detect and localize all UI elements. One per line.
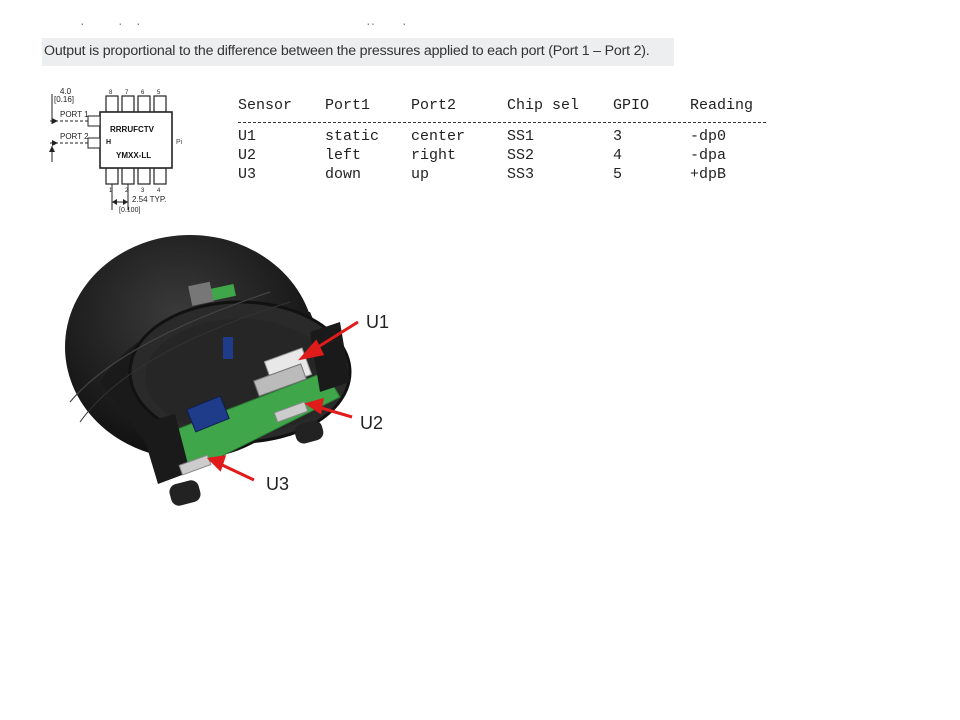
callout-u3: U3 bbox=[266, 474, 290, 494]
top-dots: · bbox=[80, 15, 85, 31]
pitch-label: 2.54 TYP. bbox=[132, 195, 166, 204]
svg-text:8: 8 bbox=[109, 90, 113, 96]
sensor-package-drawing: 4.0 [0.16] 8 7 6 5 1 2 3 4 RRRUFCTV H YMXX-LL bbox=[44, 86, 194, 218]
callout-u1: U1 bbox=[366, 312, 390, 332]
cell-chip-sel: SS1 bbox=[507, 128, 535, 145]
header-sensor: Sensor bbox=[238, 97, 293, 114]
svg-text:7: 7 bbox=[125, 90, 129, 96]
table-header-row: Sensor Port1 Port2 Chip sel GPIO Reading bbox=[238, 97, 753, 116]
note-banner bbox=[42, 38, 674, 66]
device-render bbox=[40, 232, 420, 522]
header-port1: Port1 bbox=[325, 97, 371, 114]
cell-sensor: U1 bbox=[238, 128, 257, 145]
cell-sensor: U2 bbox=[238, 147, 257, 164]
cell-chip-sel: SS2 bbox=[507, 147, 535, 164]
side-label: Pi bbox=[176, 139, 183, 146]
cell-reading: +dpB bbox=[690, 166, 727, 183]
top-dots: · bbox=[136, 15, 141, 31]
callout-u2: U2 bbox=[360, 413, 384, 433]
top-dots: · bbox=[402, 15, 407, 31]
cell-chip-sel: SS3 bbox=[507, 166, 535, 183]
header-chip-sel: Chip sel bbox=[507, 97, 580, 114]
marking-line1: RRRUFCTV bbox=[110, 125, 155, 134]
cell-port1: down bbox=[325, 166, 362, 183]
port1-label: PORT 1 bbox=[60, 110, 89, 119]
cell-port2: right bbox=[411, 147, 457, 164]
pitch-inch-label: [0.100] bbox=[119, 207, 140, 214]
svg-text:1: 1 bbox=[109, 188, 113, 194]
svg-text:5: 5 bbox=[157, 90, 161, 96]
cell-port2: up bbox=[411, 166, 430, 183]
header-port2: Port2 bbox=[411, 97, 457, 114]
dim-top-inch: [0.16] bbox=[54, 95, 74, 104]
top-dots: ·· bbox=[366, 15, 376, 31]
table-rule bbox=[238, 116, 766, 128]
cell-gpio: 5 bbox=[613, 166, 623, 183]
cell-reading: -dpa bbox=[690, 147, 727, 164]
arrow-u1 bbox=[297, 320, 359, 361]
svg-text:3: 3 bbox=[141, 188, 145, 194]
arrow-u2 bbox=[304, 397, 353, 419]
top-dots: · bbox=[118, 15, 123, 31]
cell-gpio: 3 bbox=[613, 128, 623, 145]
dim-top: 4.0 bbox=[60, 87, 72, 96]
cell-sensor: U3 bbox=[238, 166, 257, 183]
svg-text:6: 6 bbox=[141, 90, 145, 96]
arrow-u3 bbox=[206, 455, 255, 482]
table-row: U2 left right SS2 4 -dpa bbox=[238, 147, 726, 166]
cell-reading: -dp0 bbox=[690, 128, 727, 145]
svg-text:2: 2 bbox=[125, 188, 129, 194]
cell-port2: center bbox=[411, 128, 466, 145]
sensor-table: Sensor Port1 Port2 Chip sel GPIO Reading… bbox=[238, 97, 766, 185]
svg-text:4: 4 bbox=[157, 188, 161, 194]
table-row: U3 down up SS3 5 +dpB bbox=[238, 166, 726, 185]
svg-text:H: H bbox=[106, 139, 111, 146]
table-row: U1 static center SS1 3 -dp0 bbox=[238, 128, 726, 147]
package-diagram: 4.0 [0.16] 8 7 6 5 1 2 3 4 RRRUFCTV H YMXX-LL bbox=[49, 87, 183, 214]
cell-port1: left bbox=[325, 147, 362, 164]
header-reading: Reading bbox=[690, 97, 754, 114]
port2-label: PORT 2 bbox=[60, 132, 89, 141]
header-gpio: GPIO bbox=[613, 97, 650, 114]
note-text: Output is proportional to the difference… bbox=[44, 43, 650, 59]
cell-port1: static bbox=[325, 128, 380, 145]
cell-gpio: 4 bbox=[613, 147, 623, 164]
device-illustration bbox=[65, 235, 359, 506]
marking-line2: YMXX-LL bbox=[116, 151, 151, 160]
